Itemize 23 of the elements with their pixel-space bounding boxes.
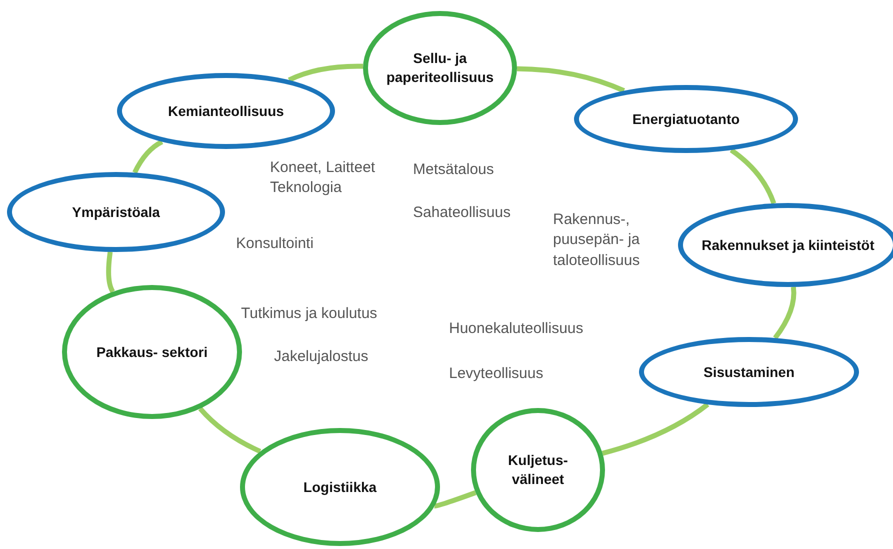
node-label: Sellu- ja paperiteollisuus xyxy=(385,49,495,87)
sector-label: Metsätalous xyxy=(413,160,494,180)
node-label: Logistiikka xyxy=(302,478,378,496)
ring-connector xyxy=(773,286,796,340)
sector-label: Huonekaluteollisuus xyxy=(449,319,584,339)
ring-connector xyxy=(288,64,364,82)
sector-label: Koneet, Laitteet Teknologia xyxy=(270,158,376,198)
sector-label: Levyteollisuus xyxy=(449,364,544,384)
node-label: Pakkaus- sektori xyxy=(95,342,209,362)
node-label: Kemianteollisuus xyxy=(167,102,285,120)
node-label: Rakennukset ja kiinteistöt xyxy=(700,236,876,254)
node-label: Sisustaminen xyxy=(702,362,796,382)
sector-label: Sahateollisuus xyxy=(413,203,511,223)
ring-connector xyxy=(434,490,476,508)
node-label: Energiatuotanto xyxy=(631,110,741,128)
ring-connector xyxy=(132,140,164,174)
sector-label: Jakelujalostus xyxy=(274,347,368,367)
ring-connector xyxy=(516,66,625,93)
node-label: Kuljetus- välineet xyxy=(507,451,569,489)
sector-label: Rakennus-, puusepän- ja taloteollisuus xyxy=(553,210,641,270)
sector-label: Tutkimus ja koulutus xyxy=(241,304,378,324)
sector-label: Konsultointi xyxy=(236,234,314,254)
node-label: Ympäristöala xyxy=(71,202,161,222)
